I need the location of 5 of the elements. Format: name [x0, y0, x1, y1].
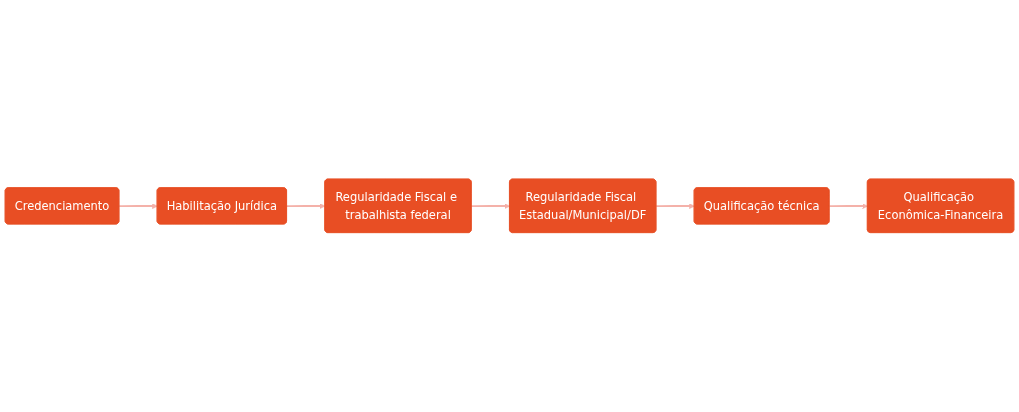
arrow [470, 203, 511, 210]
arrow [828, 203, 868, 210]
arrow [655, 203, 695, 210]
arrow [285, 203, 326, 210]
arrow [118, 203, 158, 210]
